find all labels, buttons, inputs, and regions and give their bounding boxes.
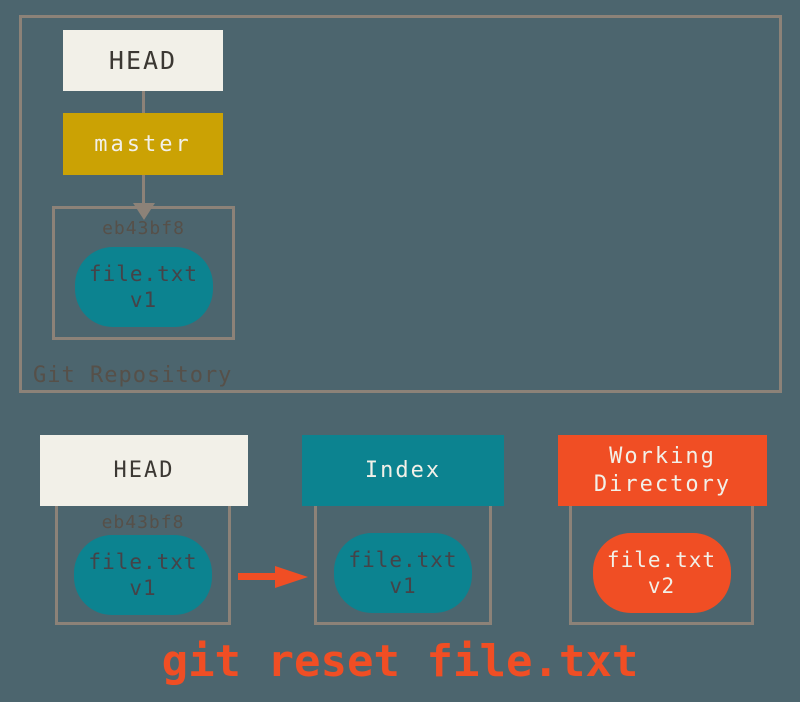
commit-box: eb43bf8 file.txt v1 (52, 206, 235, 340)
head-file-blob-pill: file.txt v1 (74, 535, 212, 615)
index-file-box: file.txt v1 (314, 500, 492, 625)
master-branch-label: master (94, 131, 192, 157)
git-repository-label: Git Repository (33, 363, 233, 388)
head-file-version-label: v1 (129, 576, 157, 600)
caption-command: git reset file.txt (161, 636, 639, 687)
head-commit-id-label: eb43bf8 (101, 512, 185, 533)
index-file-name-label: file.txt (348, 548, 458, 572)
master-branch-box: master (63, 113, 223, 175)
git-repository-box: HEAD master eb43bf8 file.txt v1 Git Repo… (19, 15, 782, 393)
index-file-version-label: v1 (389, 574, 417, 598)
head-column-header: HEAD (40, 435, 248, 506)
working-directory-file-box: file.txt v2 (569, 500, 754, 625)
master-to-commit-line (142, 175, 145, 204)
head-file-name-label: file.txt (88, 550, 198, 574)
head-label: HEAD (108, 46, 178, 75)
head-commit-file-box: eb43bf8 file.txt v1 (55, 500, 231, 625)
index-file-blob-pill: file.txt v1 (334, 533, 472, 613)
right-arrowhead-icon (275, 566, 308, 588)
index-column-header: Index (302, 435, 504, 506)
file-version-label: v1 (129, 288, 158, 312)
head-column-title: HEAD (113, 457, 175, 483)
file-name-label: file.txt (88, 262, 199, 286)
reset-arrow-shaft (238, 573, 280, 580)
working-directory-file-blob-pill: file.txt v2 (592, 533, 731, 613)
index-column-title: Index (364, 457, 442, 483)
working-directory-file-version-label: v2 (647, 574, 676, 598)
head-to-master-line (142, 91, 145, 113)
file-blob-pill: file.txt v1 (74, 247, 213, 327)
working-directory-column-title: Working Directory (593, 443, 732, 497)
commit-id-label: eb43bf8 (102, 218, 185, 239)
working-directory-column-header: Working Directory (558, 435, 767, 506)
working-directory-file-name-label: file.txt (606, 548, 717, 572)
head-label-box: HEAD (63, 30, 223, 91)
